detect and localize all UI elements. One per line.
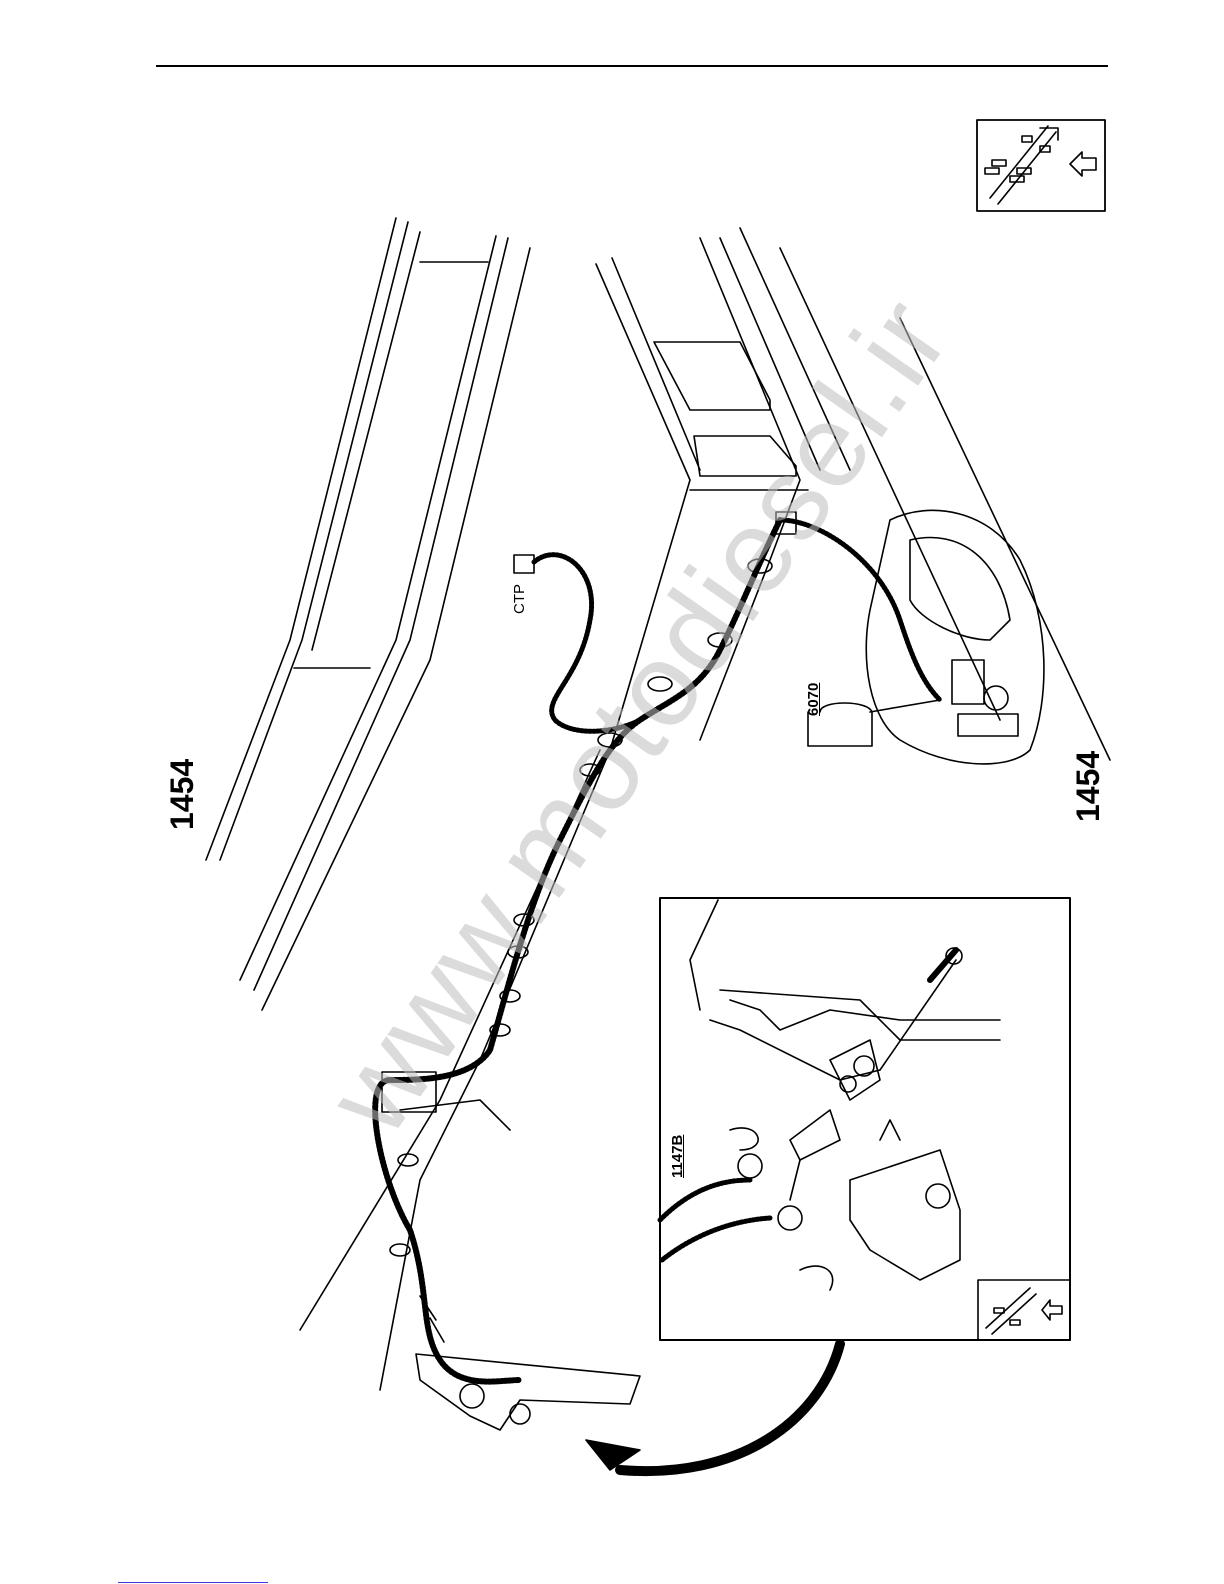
arrow-left-icon [1070, 152, 1096, 176]
footer-link-rule [118, 1582, 268, 1583]
part-1147b-label: 1147B [670, 1135, 685, 1178]
vehicle-orientation-icon [977, 120, 1105, 211]
figure-number-left: 1454 [166, 759, 198, 830]
sensor-housing [808, 510, 1044, 764]
detail-pointer-arrow [586, 1344, 840, 1471]
part-6070-label: 6070 [806, 683, 821, 716]
detail-inset [660, 898, 1070, 1340]
connector-ctp-label: CTP [512, 584, 527, 614]
vehicle-orientation-icon-small [986, 1288, 1062, 1334]
frame-rail-lower [300, 228, 1110, 1390]
figure-number-right: 1454 [1072, 751, 1104, 822]
